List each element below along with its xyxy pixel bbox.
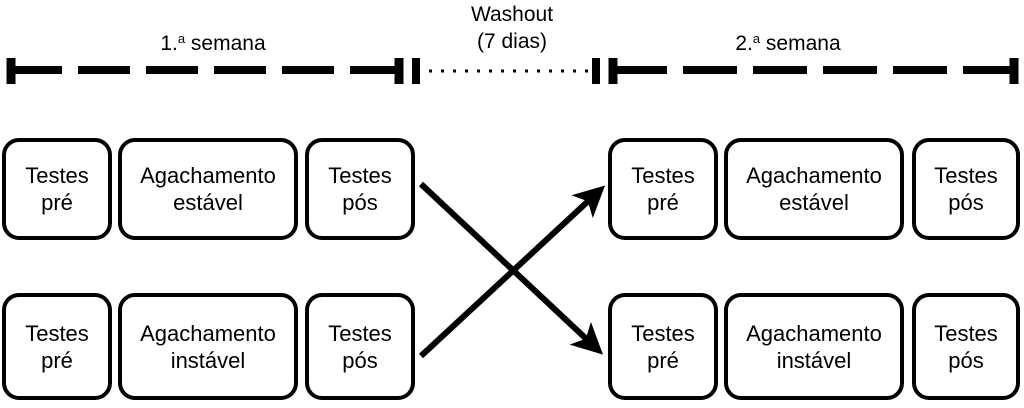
box-line-1: Testes bbox=[631, 163, 695, 188]
week2-prefix: 2. bbox=[735, 32, 753, 55]
week2-suffix: semana bbox=[760, 32, 841, 55]
crossover-arrow-down bbox=[418, 181, 604, 355]
box-line-2: instável bbox=[170, 347, 246, 373]
box-p2-stable-post: Testes pós bbox=[912, 138, 1020, 240]
box-p1-unstable-pre: Testes pré bbox=[2, 293, 112, 400]
box-line-2: pós bbox=[948, 347, 984, 373]
washout-duration: (7 dias) bbox=[476, 30, 548, 53]
box-line-2: pós bbox=[948, 190, 984, 215]
box-line-2: pós bbox=[342, 347, 378, 373]
week2-ordinal: a bbox=[752, 30, 761, 46]
washout-title: Washout bbox=[470, 3, 554, 26]
box-line-2: instável bbox=[776, 347, 852, 373]
box-p2-unstable-intervention: Agachamento instável bbox=[724, 293, 904, 400]
box-p1-unstable-intervention: Agachamento instável bbox=[118, 293, 298, 400]
box-line-1: Testes bbox=[25, 163, 89, 188]
week1-ordinal: a bbox=[177, 30, 186, 46]
box-line-2: pré bbox=[647, 190, 679, 215]
box-line-1: Testes bbox=[934, 163, 998, 188]
box-line-2: pós bbox=[342, 190, 378, 215]
box-line-2: pré bbox=[41, 347, 73, 373]
box-line-1: Agachamento bbox=[140, 163, 276, 188]
box-p2-stable-intervention: Agachamento estável bbox=[724, 138, 904, 240]
box-line-1: Testes bbox=[631, 320, 695, 346]
label-week-1: 1.a semana bbox=[85, 31, 341, 56]
box-p1-stable-pre: Testes pré bbox=[2, 138, 112, 240]
box-line-1: Agachamento bbox=[746, 163, 882, 188]
week1-suffix: semana bbox=[185, 32, 266, 55]
box-line-1: Agachamento bbox=[140, 320, 276, 346]
box-p2-unstable-pre: Testes pré bbox=[608, 293, 718, 400]
box-p1-stable-intervention: Agachamento estável bbox=[118, 138, 298, 240]
timeline-week1 bbox=[6, 58, 404, 84]
box-line-1: Agachamento bbox=[746, 320, 882, 346]
box-p1-stable-post: Testes pós bbox=[305, 138, 415, 240]
box-p1-unstable-post: Testes pós bbox=[305, 293, 415, 400]
box-p2-stable-pre: Testes pré bbox=[608, 138, 718, 240]
box-line-1: Testes bbox=[25, 320, 89, 346]
box-line-1: Testes bbox=[328, 163, 392, 188]
crossover-arrow-up bbox=[418, 185, 606, 359]
week1-prefix: 1. bbox=[160, 32, 178, 55]
box-line-2: estável bbox=[173, 190, 243, 215]
label-washout: Washout (7 dias) bbox=[392, 1, 632, 55]
box-line-1: Testes bbox=[328, 320, 392, 346]
box-line-1: Testes bbox=[934, 320, 998, 346]
timeline-week2 bbox=[608, 58, 1019, 84]
box-line-2: pré bbox=[647, 347, 679, 373]
box-line-2: pré bbox=[41, 190, 73, 215]
box-p2-unstable-post: Testes pós bbox=[912, 293, 1020, 400]
box-line-2: estável bbox=[779, 190, 849, 215]
label-week-2: 2.a semana bbox=[660, 31, 916, 56]
timeline-washout bbox=[412, 58, 600, 84]
